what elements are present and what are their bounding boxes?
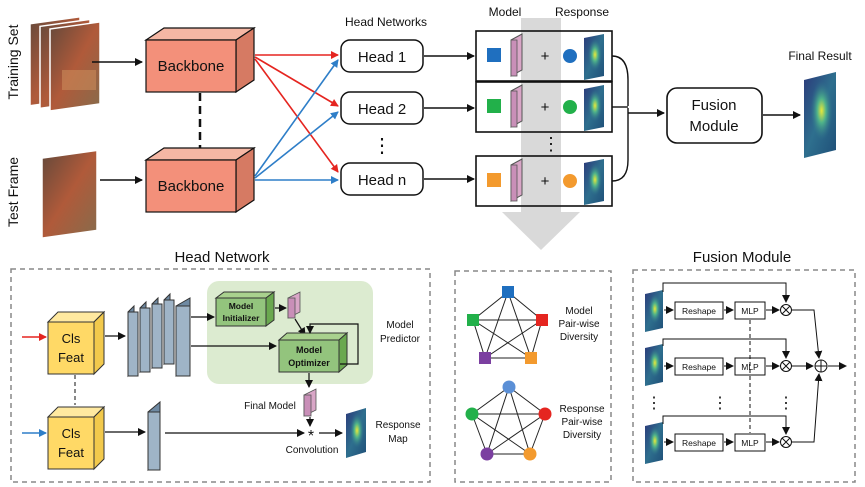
cls-feat-top-line2: Feat (58, 350, 84, 365)
model-response-row-2: + (475, 81, 613, 133)
reshape-label-2: Reshape (682, 362, 716, 372)
response-map-image (346, 408, 366, 458)
model-optimizer-block: Model Optimizer (277, 331, 349, 374)
reshape-label-n: Reshape (682, 438, 716, 448)
response-node-red (538, 407, 552, 421)
diversity-panel (454, 270, 612, 483)
blue-arrows (254, 59, 339, 184)
fusion-dots-2: ⋮ (712, 395, 728, 412)
model-pairwise-line2: Pair-wise (558, 319, 600, 330)
response-pairwise-line2: Pair-wise (561, 417, 603, 428)
convolution-label: Convolution (286, 445, 339, 456)
red-arrows (254, 51, 339, 173)
head-1-box[interactable]: Head 1 (340, 39, 424, 73)
mlp-label-2: MLP (741, 362, 759, 372)
model-optimizer-line2: Optimizer (288, 358, 330, 368)
cls-feat-bottom-line1: Cls (62, 426, 81, 441)
cls-feat-top-block: Cls Feat (46, 310, 106, 376)
head-2-box[interactable]: Head 2 (340, 91, 424, 125)
fusion-module-title: Fusion Module (693, 249, 791, 266)
reshape-label-1: Reshape (682, 306, 716, 316)
response-node-purple (480, 447, 494, 461)
final-model-label: Final Model (244, 401, 296, 412)
training-set-images (29, 15, 101, 112)
conv-layer-stack (127, 292, 191, 378)
test-frame-label: Test Frame (5, 157, 21, 227)
response-map-line2: Map (388, 434, 408, 445)
model-node-blue (502, 286, 514, 298)
model-square-1 (487, 48, 501, 62)
response-diversity-graph (465, 380, 552, 461)
fusion-dots-1: ⋮ (646, 395, 662, 412)
head-ellipsis: ⋮ (372, 135, 392, 157)
response-circle-2 (563, 100, 577, 114)
final-result-map (804, 72, 836, 158)
fusion-module-panel (632, 269, 856, 483)
cls-feat-bottom-block: Cls Feat (46, 405, 106, 471)
plus-1: + (541, 48, 550, 65)
model-predictor-line2: Predictor (380, 334, 421, 345)
head-n-box[interactable]: Head n (340, 162, 424, 196)
fusion-label-line1: Fusion (691, 97, 736, 114)
initial-model-icon (287, 291, 301, 319)
test-feature-slab (147, 400, 161, 472)
model-initializer-line2: Initializer (223, 313, 261, 323)
fusion-label-line2: Module (689, 118, 738, 135)
response-circle-1 (563, 49, 577, 63)
model-row-ellipsis: ⋮ (542, 134, 560, 154)
plus-2: + (541, 99, 550, 116)
fusion-detail: Reshape MLP Reshape MLP ⋮ ⋮ ⋮ Reshape ML (645, 282, 847, 464)
response-node-blue (502, 380, 516, 394)
head-network-title: Head Network (174, 249, 270, 266)
final-model-icon (303, 388, 317, 417)
head-networks-label: Head Networks (345, 15, 427, 29)
response-node-green (465, 407, 479, 421)
model-node-purple (479, 352, 491, 364)
backbone-bottom-block: Backbone (144, 146, 256, 214)
merge-lines (611, 55, 665, 182)
model-node-red (536, 314, 548, 326)
model-diversity-graph (467, 286, 548, 364)
response-pairwise-line1: Response (559, 404, 604, 415)
response-pairwise-line3: Diversity (563, 430, 601, 441)
response-node-orange (523, 447, 537, 461)
plus-n: + (541, 173, 550, 190)
model-initializer-block: Model Initializer (214, 291, 276, 327)
backbone-bottom-label: Backbone (158, 178, 225, 195)
cls-feat-bottom-line2: Feat (58, 445, 84, 460)
arrow-model-optimizer (294, 318, 306, 336)
model-predictor-line1: Model (386, 320, 413, 331)
model-optimizer-line1: Model (296, 345, 322, 355)
model-node-green (467, 314, 479, 326)
model-response-row-n: + (475, 155, 613, 207)
model-square-2 (487, 99, 501, 113)
head-2-label: Head 2 (358, 101, 406, 118)
fusion-module-box[interactable]: Fusion Module (666, 87, 763, 144)
model-header: Model (489, 5, 522, 19)
model-square-n (487, 173, 501, 187)
head-1-label: Head 1 (358, 49, 406, 66)
response-circle-n (563, 174, 577, 188)
backbone-top-block: Backbone (144, 26, 256, 94)
final-result-label: Final Result (788, 49, 852, 63)
response-header: Response (555, 5, 609, 19)
training-set-label: Training Set (5, 24, 21, 99)
diversity-grey-arrow (502, 18, 580, 250)
mlp-label-1: MLP (741, 306, 759, 316)
model-pairwise-line3: Diversity (560, 332, 598, 343)
model-pairwise-line1: Model (565, 306, 592, 317)
head-n-label: Head n (358, 172, 406, 189)
mlp-label-n: MLP (741, 438, 759, 448)
response-map-line1: Response (375, 420, 420, 431)
test-frame-image (41, 149, 98, 239)
optimizer-feedback-loop (306, 323, 359, 365)
model-initializer-line1: Model (229, 301, 254, 311)
fusion-dots-3: ⋮ (778, 395, 794, 412)
head-network-panel (10, 268, 431, 483)
convolution-symbol: * (308, 428, 314, 445)
backbone-top-label: Backbone (158, 58, 225, 75)
model-node-orange (525, 352, 537, 364)
cls-feat-top-line1: Cls (62, 331, 81, 346)
